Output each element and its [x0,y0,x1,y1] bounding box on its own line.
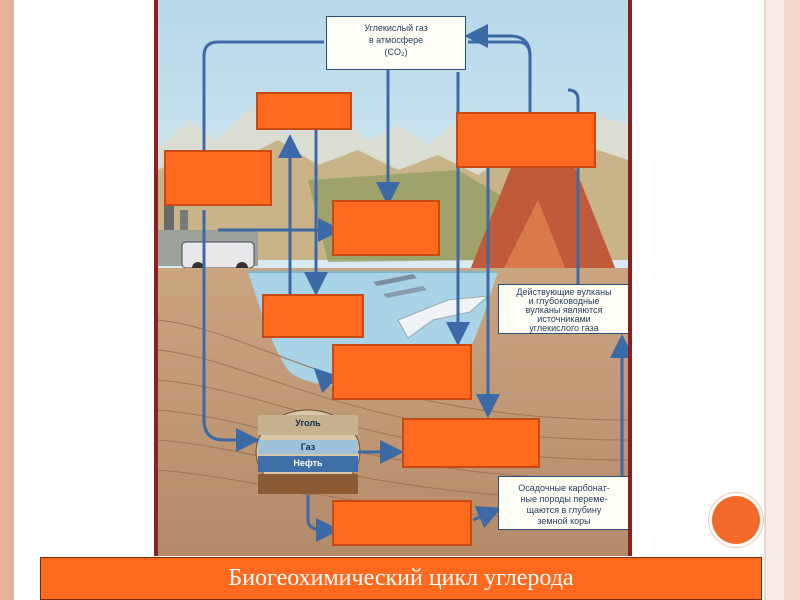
volcano-line-3: вулканы являются [525,305,603,315]
arrow [464,24,532,112]
arrow [472,506,502,529]
volcano-line-1: Действующие вулканы [516,287,612,297]
sediment-caption-box: Осадочные карбонат- ные породы переме- щ… [498,476,628,530]
fish [383,286,427,298]
carbon-cycle-figure: Углекислый газ в атмосфере (CO₂) Действу… [154,0,632,556]
coal-layer [258,415,358,435]
sediment-line-4: земной коры [537,516,591,526]
right-decor-stripe [765,0,800,600]
title-bar: Биогеохимический цикл углерода [40,557,762,600]
blank-box-5[interactable] [262,294,364,338]
rock-layer [258,474,358,494]
sediment-line-3: щаются в глубину [526,505,602,515]
blank-box-4[interactable] [332,200,440,256]
sediment-line-1: Осадочные карбонат- [518,483,610,493]
sediment-line-2: ные породы переме- [520,494,608,504]
atmosphere-box: Углекислый газ в атмосфере (CO₂) [326,16,466,70]
arrow [192,40,324,206]
atmosphere-line-1: Углекислый газ [364,23,428,33]
blank-box-8[interactable] [332,500,472,546]
slide-border [14,0,765,600]
oil-layer [258,456,358,472]
blank-box-6[interactable] [332,344,472,400]
oil-label: Нефть [293,458,323,468]
chimney [180,210,188,240]
gas-layer [258,440,358,454]
blank-box-3[interactable] [456,112,596,168]
volcano-caption-box: Действующие вулканы и глубоководные вулк… [498,284,628,334]
volcano-line-2: и глубоководные [528,296,600,306]
arrow [306,495,340,542]
blank-box-2[interactable] [164,150,272,206]
orange-dot-decor [712,496,760,544]
slide-title: Биогеохимический цикл углерода [228,565,574,591]
gas-label: Газ [300,442,316,452]
arrow [202,210,260,452]
left-decor-stripe [0,0,14,600]
blank-box-1[interactable] [256,92,352,130]
fish [373,274,417,286]
volcano-line-5: углекислого газа [529,323,599,333]
atmosphere-line-3: (CO₂) [384,47,408,57]
scene-illustration [158,0,628,556]
blank-box-7[interactable] [402,418,540,468]
arrow [567,88,580,284]
atmosphere-line-2: в атмосфере [368,35,424,45]
chimney [164,200,174,240]
volcano-line-4: источниками [537,314,591,324]
coal-label: Уголь [295,418,321,428]
shark [397,295,490,339]
right-decor-inner [784,0,800,600]
